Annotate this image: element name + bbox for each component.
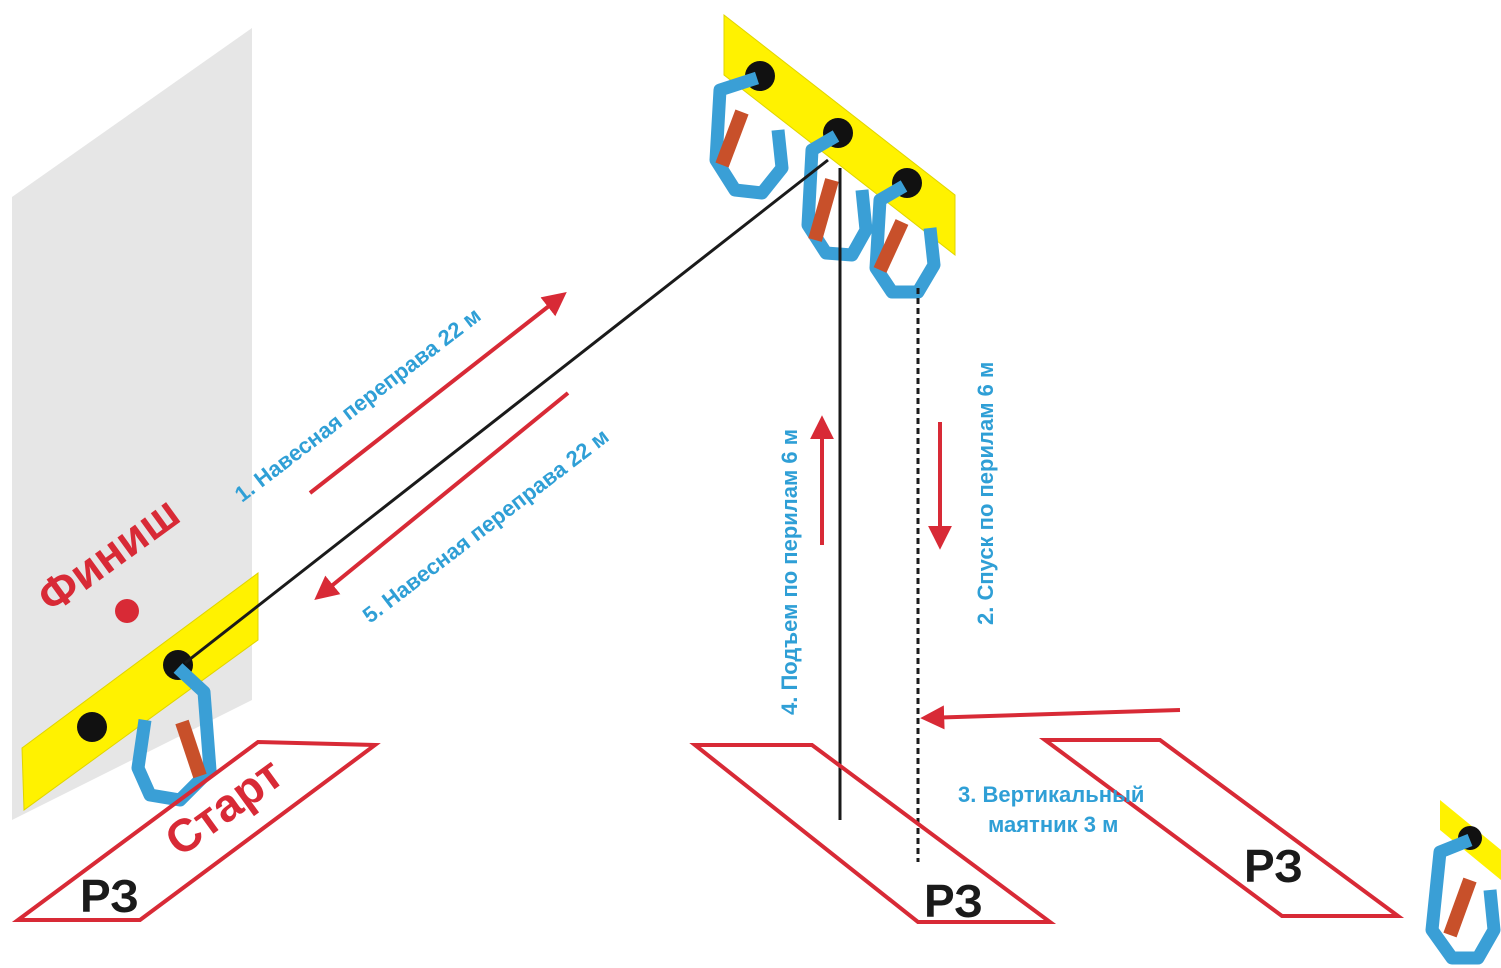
arrow-step5 [314,391,570,601]
finish-dot [115,599,139,623]
carabiner-icon [1425,833,1501,965]
step5-label: 5. Навесная переправа 22 м [358,424,614,628]
step4-label: 4. Подъем по перилам 6 м [777,429,802,715]
start-zone [11,739,381,922]
zone-label-right: РЗ [1244,840,1303,892]
carabiner-icon [801,130,873,262]
middle-zone [689,743,1057,924]
carabiner-icon [709,71,789,200]
right-zone [1038,738,1405,918]
step3-label-line2: маятник 3 м [988,812,1118,837]
step3-label-line1: 3. Вертикальный [958,782,1144,807]
start-beam [21,572,259,811]
traverse-rope [184,158,829,665]
zone-label-middle: РЗ [924,875,983,927]
start-label: Старт [155,747,292,866]
start-bolt-left [77,712,107,742]
arrow-step3 [920,705,1181,730]
zone-label-start: РЗ [80,870,139,922]
carabiner-icon [869,180,941,299]
step2-label: 2. Спуск по перилам 6 м [973,362,998,625]
step1-label: 1. Навесная переправа 22 м [230,303,486,507]
arrow-step1 [308,292,567,495]
